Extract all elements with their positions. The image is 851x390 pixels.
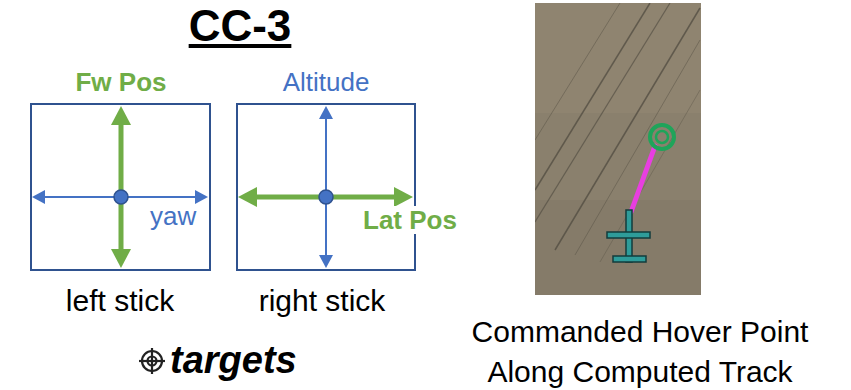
right-stick-arrows xyxy=(238,106,413,268)
image-caption: Commanded Hover Point Along Computed Tra… xyxy=(449,312,831,390)
crosshair-icon xyxy=(139,348,165,374)
targets-label: targets xyxy=(170,341,297,379)
stick-label: left stick xyxy=(66,286,174,316)
axis-label: Altitude xyxy=(283,69,370,95)
left-stick-box: Fw Posyawleft stick xyxy=(30,103,211,271)
axis-label: Fw Pos xyxy=(75,69,166,95)
left-stick-arrows xyxy=(32,106,208,268)
axis-label: yaw xyxy=(150,203,196,229)
diagram-title: CC-3 xyxy=(189,2,292,50)
right-stick-box: AltitudeLat Posright stick xyxy=(236,103,416,271)
axis-label: Lat Pos xyxy=(361,206,459,234)
stick-label: right stick xyxy=(259,286,386,316)
aerial-photo xyxy=(535,3,701,295)
